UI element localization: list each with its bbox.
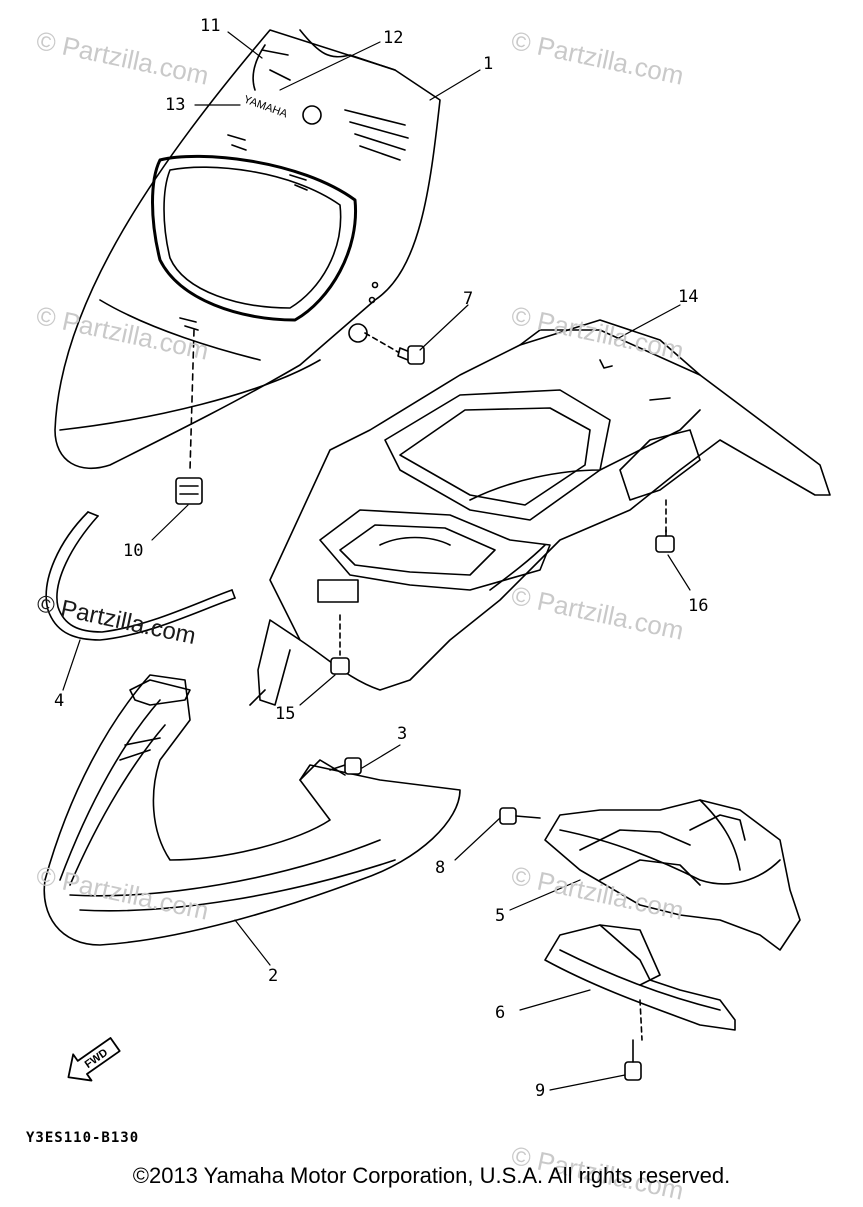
callout-10: 10 [123, 541, 144, 561]
forward-arrow-icon: FWD [58, 1030, 128, 1095]
leader-lines [62, 31, 691, 1091]
bracket-5-part [544, 799, 801, 951]
bolt-9-part [624, 1039, 642, 1081]
callout-4: 4 [54, 691, 65, 711]
inner-fender-part [249, 319, 831, 706]
callout-13: 13 [165, 95, 186, 115]
callout-3: 3 [397, 724, 408, 744]
front-cover-part [54, 29, 441, 470]
callout-6: 6 [495, 1003, 506, 1023]
lower-cover-part [43, 674, 461, 946]
callout-5: 5 [495, 906, 506, 926]
bolt-7-part [364, 332, 425, 365]
callout-11: 11 [200, 16, 221, 36]
callout-12: 12 [383, 28, 404, 48]
plate-6-part [544, 924, 736, 1041]
callout-9: 9 [535, 1081, 546, 1101]
callout-8: 8 [435, 858, 446, 878]
screw-3-part [329, 757, 362, 775]
nut-16-part [655, 499, 675, 553]
callout-16: 16 [688, 596, 709, 616]
trim-strip-part [45, 511, 236, 641]
callout-15: 15 [275, 704, 296, 724]
callout-7: 7 [463, 289, 474, 309]
screw-8-part [499, 807, 541, 825]
copyright-notice: ©2013 Yamaha Motor Corporation, U.S.A. A… [132, 1163, 731, 1188]
callout-1: 1 [483, 54, 494, 74]
diagram-code: Y3ES110-B130 [26, 1130, 140, 1146]
callout-2: 2 [268, 966, 279, 986]
nut-15-part [330, 614, 350, 675]
grommet-part [175, 329, 203, 505]
callout-14: 14 [678, 287, 699, 307]
